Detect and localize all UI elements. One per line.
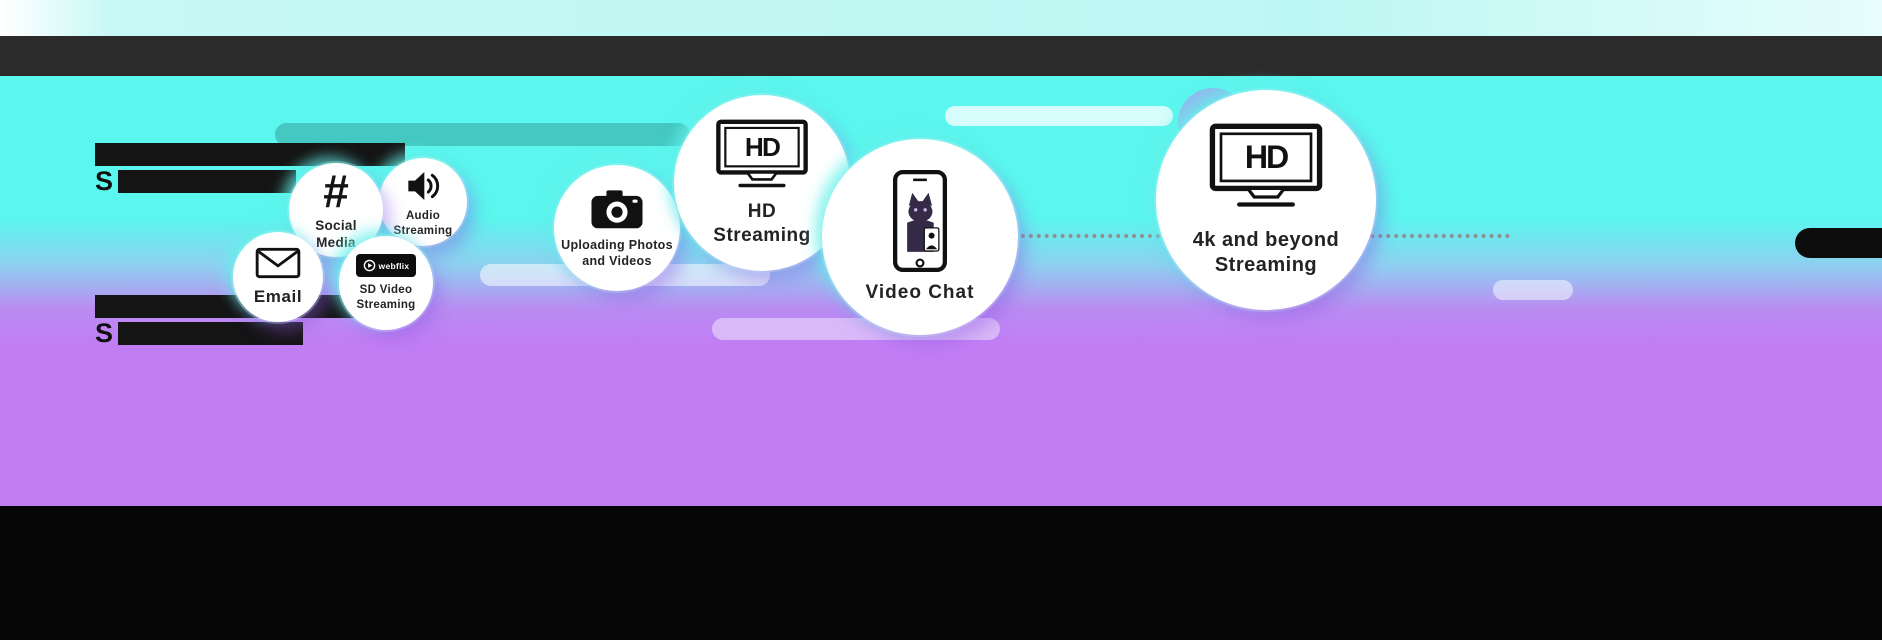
bubble-audio-streaming: Audio Streaming xyxy=(379,158,467,246)
bubble-social-media: # Social Media xyxy=(289,163,383,257)
bubble-4k-streaming: HD 4k and beyond Streaming xyxy=(1156,90,1376,310)
webflix-logo-text: webflix xyxy=(378,260,410,271)
camera-icon xyxy=(591,190,643,229)
svg-text:HD: HD xyxy=(1245,139,1288,175)
redacted-text-prefix: S xyxy=(95,318,114,348)
decor-pill-light-right xyxy=(1493,280,1573,300)
bubble-sd-video-streaming: webflix SD Video Streaming xyxy=(339,236,433,330)
decor-pill-black-right xyxy=(1795,228,1882,258)
header-dark-band xyxy=(0,36,1882,76)
bubble-label: HD Streaming xyxy=(713,201,811,246)
bubble-label: Uploading Photos and Videos xyxy=(561,237,673,268)
footer-dark-band xyxy=(0,506,1882,640)
bubble-video-chat: Video Chat xyxy=(822,139,1018,335)
redacted-bar xyxy=(118,322,304,345)
redacted-heading-1: S xyxy=(95,143,405,196)
bubble-label: Email xyxy=(253,286,303,306)
bubble-uploading-photos: Uploading Photos and Videos xyxy=(554,165,680,291)
svg-text:HD: HD xyxy=(745,132,780,162)
envelope-icon xyxy=(255,247,301,278)
speaker-icon xyxy=(408,172,440,201)
redacted-bar xyxy=(118,170,297,193)
bubble-label: Social Media xyxy=(315,218,357,250)
play-circle-icon xyxy=(363,259,375,272)
decor-pill-teal xyxy=(275,123,690,146)
hashtag-icon: # xyxy=(323,165,349,218)
decor-pill-white-top xyxy=(945,106,1173,126)
redacted-bar xyxy=(95,295,360,318)
bubble-hd-streaming: HD HD Streaming xyxy=(674,95,850,271)
redacted-heading-2: S xyxy=(95,295,360,348)
bubble-label: Video Chat xyxy=(865,282,975,304)
cat-on-screen xyxy=(907,192,940,252)
webflix-logo: webflix xyxy=(355,254,417,278)
bubble-label: 4k and beyond Streaming xyxy=(1192,229,1340,276)
phone-video-chat-icon xyxy=(893,170,947,273)
bubble-label: SD Video Streaming xyxy=(356,284,416,311)
redacted-text-prefix: S xyxy=(95,166,114,196)
redacted-bar xyxy=(95,143,405,166)
hd-tv-icon: HD xyxy=(1209,123,1323,207)
bubble-email: Email xyxy=(233,232,323,322)
top-light-band xyxy=(0,0,1882,36)
bubble-label: Audio Streaming xyxy=(393,210,453,237)
hd-tv-icon: HD xyxy=(716,119,808,188)
